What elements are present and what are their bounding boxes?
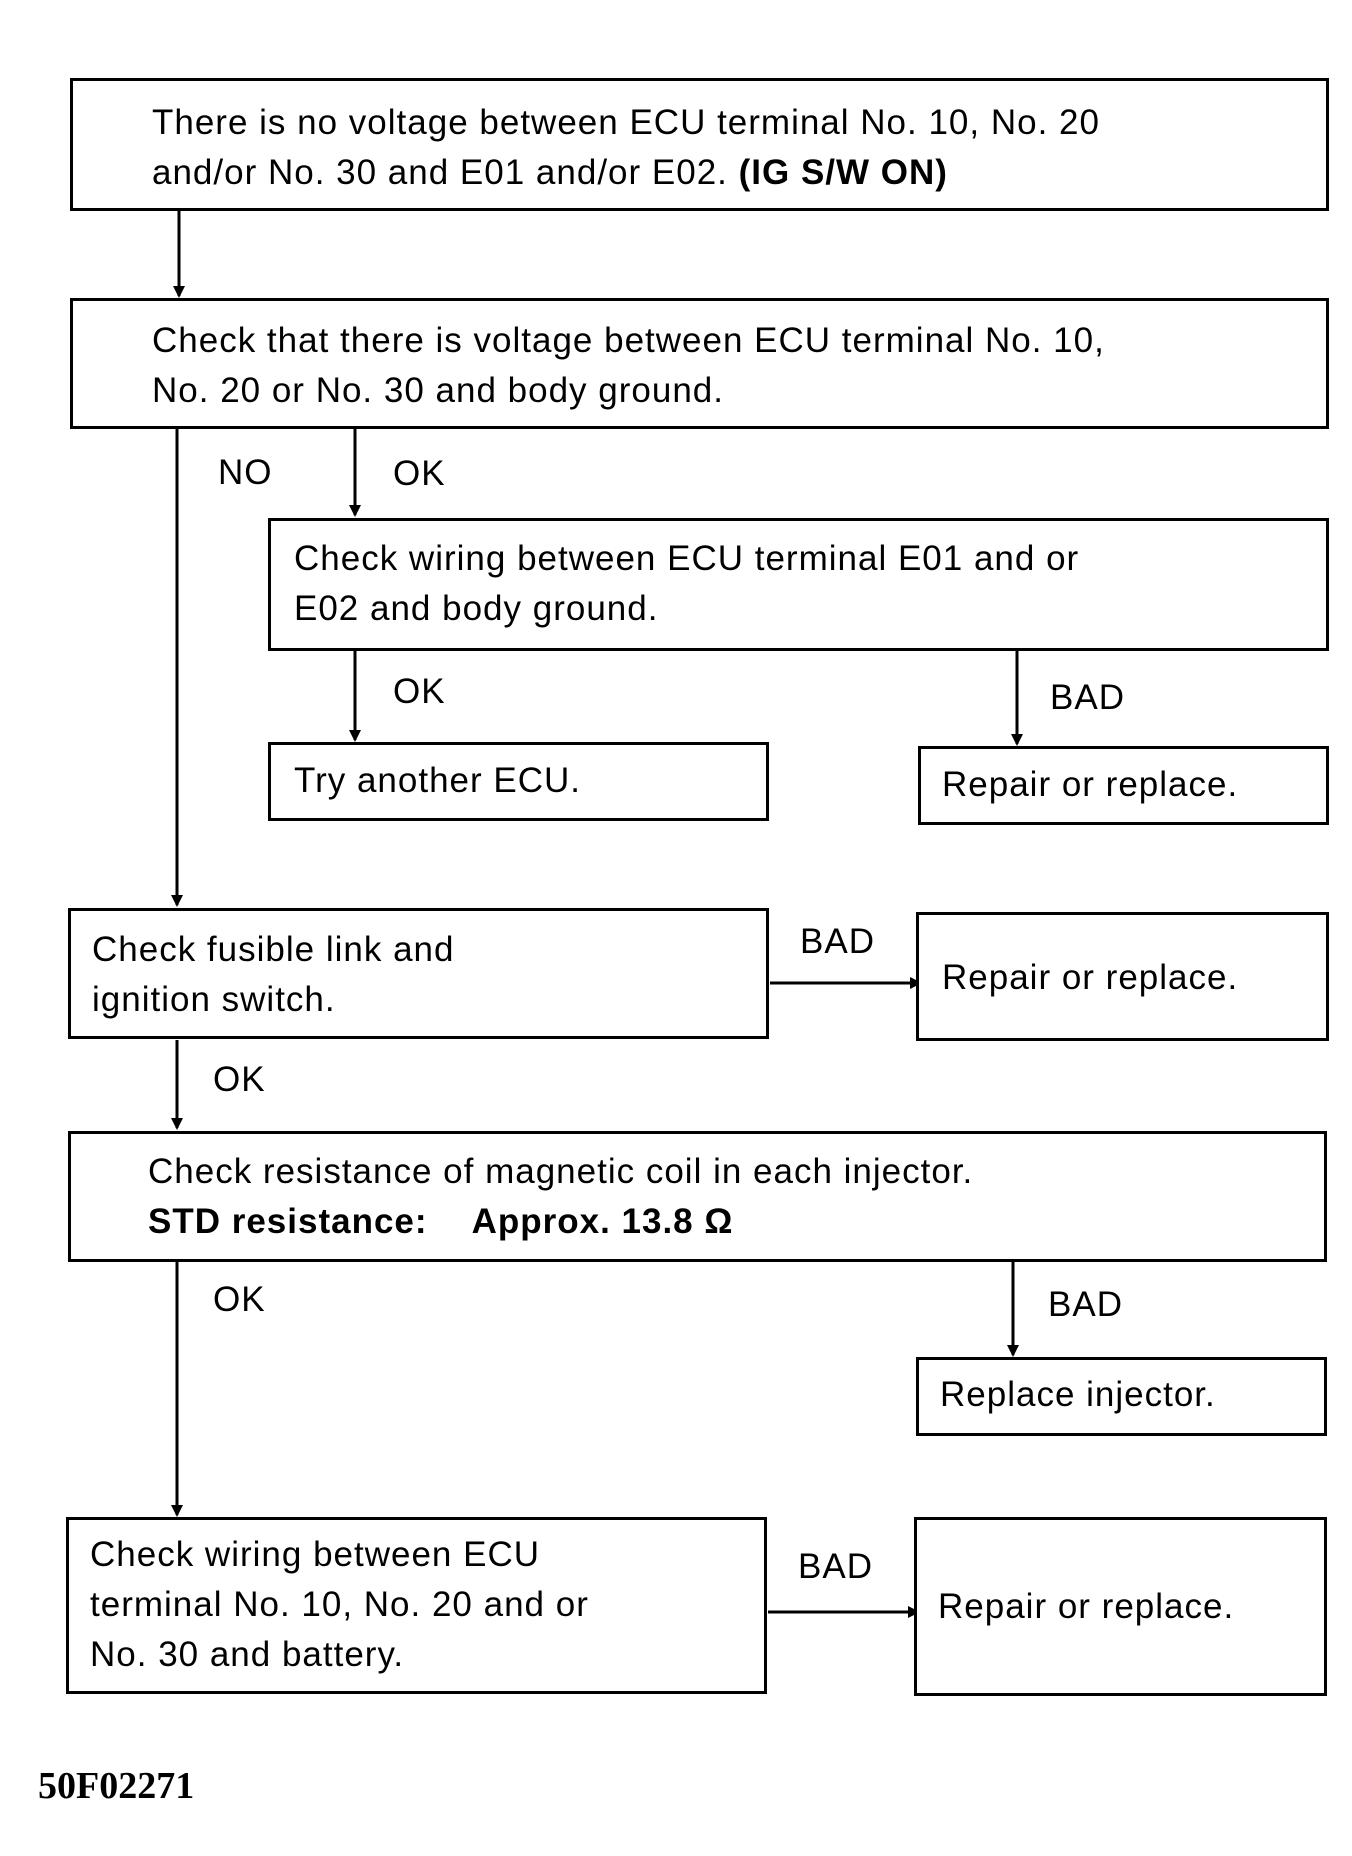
box-check-fusible-link xyxy=(68,908,769,1039)
box-repair-replace-1-line1: Repair or replace. xyxy=(942,765,1239,804)
std-resistance-label: STD resistance: xyxy=(148,1202,428,1241)
box-repair-replace-3-line1: Repair or replace. xyxy=(938,1587,1235,1626)
box-repair-replace-1 xyxy=(918,746,1329,825)
box-check-wiring-e01-text: Check wiring between ECU terminal E01 an… xyxy=(294,534,1079,634)
std-resistance-value: Approx. 13.8 Ω xyxy=(471,1202,734,1241)
box-check-wiring-battery xyxy=(66,1517,767,1694)
box-repair-replace-2-text: Repair or replace. xyxy=(942,953,1238,1003)
box-try-another-ecu xyxy=(268,742,769,821)
box-try-another-ecu-line1: Try another ECU. xyxy=(294,761,582,800)
box-check-wiring-battery-line1: Check wiring between ECU xyxy=(90,1535,541,1574)
box-repair-replace-2-line1: Repair or replace. xyxy=(942,958,1239,997)
box-repair-replace-2 xyxy=(916,912,1329,1041)
box-check-fusible-link-line1: Check fusible link and xyxy=(92,930,455,969)
box-replace-injector-line1: Replace injector. xyxy=(940,1375,1216,1414)
figure-id: 50F02271 xyxy=(38,1765,195,1807)
box-replace-injector-text: Replace injector. xyxy=(940,1370,1216,1420)
box-check-voltage-ground-text: Check that there is voltage between ECU … xyxy=(152,316,1105,416)
box-check-wiring-battery-text: Check wiring between ECU terminal No. 10… xyxy=(90,1530,589,1680)
box-check-wiring-e01-line1: Check wiring between ECU terminal E01 an… xyxy=(294,539,1080,578)
box-check-voltage-ground-line2: No. 20 or No. 30 and body ground. xyxy=(152,371,724,410)
box-check-voltage-ground xyxy=(70,298,1329,429)
label-ok-1: OK xyxy=(393,454,446,493)
box-try-another-ecu-text: Try another ECU. xyxy=(294,756,581,806)
box-no-voltage xyxy=(70,78,1329,211)
label-ok-4: OK xyxy=(213,1280,266,1319)
label-no-1: NO xyxy=(218,453,273,492)
box-repair-replace-3 xyxy=(914,1517,1327,1696)
box-check-injector-resistance-line1: Check resistance of magnetic coil in eac… xyxy=(148,1152,974,1191)
box-repair-replace-3-text: Repair or replace. xyxy=(938,1582,1234,1632)
box-repair-replace-1-text: Repair or replace. xyxy=(942,760,1238,810)
box-check-wiring-e01 xyxy=(268,518,1329,651)
box-check-injector-resistance xyxy=(68,1131,1327,1262)
box-check-fusible-link-text: Check fusible link and ignition switch. xyxy=(92,925,454,1025)
label-ok-3: OK xyxy=(213,1060,266,1099)
box-replace-injector xyxy=(916,1357,1327,1436)
label-bad-1: BAD xyxy=(1050,678,1125,717)
box-no-voltage-line2: and/or No. 30 and E01 and/or E02. xyxy=(152,153,739,192)
label-bad-3: BAD xyxy=(1048,1285,1123,1324)
label-ok-2: OK xyxy=(393,672,446,711)
label-bad-4: BAD xyxy=(798,1547,873,1586)
box-check-wiring-battery-line2: terminal No. 10, No. 20 and or xyxy=(90,1585,589,1624)
box-check-wiring-e01-line2: E02 and body ground. xyxy=(294,589,659,628)
ig-sw-on-note: (IG S/W ON) xyxy=(738,153,948,192)
box-check-wiring-battery-line3: No. 30 and battery. xyxy=(90,1635,405,1674)
box-no-voltage-line1: There is no voltage between ECU terminal… xyxy=(152,103,1100,142)
box-check-voltage-ground-line1: Check that there is voltage between ECU … xyxy=(152,321,1105,360)
box-check-fusible-link-line2: ignition switch. xyxy=(92,980,336,1019)
box-no-voltage-text: There is no voltage between ECU terminal… xyxy=(152,98,1100,198)
label-bad-2: BAD xyxy=(800,922,875,961)
box-check-injector-resistance-text: Check resistance of magnetic coil in eac… xyxy=(148,1147,973,1247)
